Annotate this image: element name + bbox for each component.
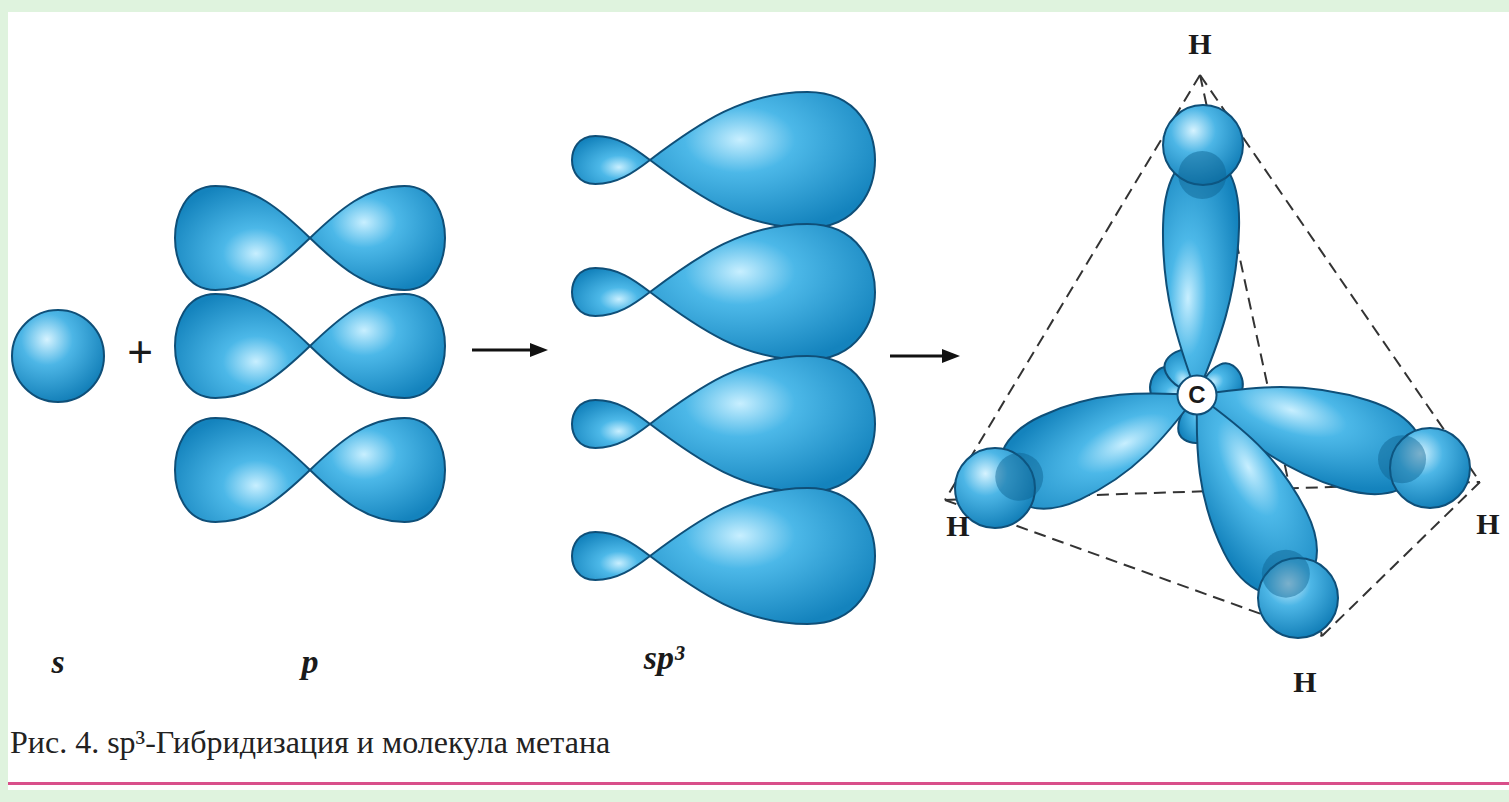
arrow-head [530,343,548,357]
sp3-small-lobe [572,136,650,184]
atom-symbol: C [1188,381,1205,409]
s-orbital [12,310,104,402]
figure-ground: C + s p sp³ H H H H Рис. 4. sp³-Гибридизация и мо… [8,12,1509,790]
arrow-head [942,349,960,363]
orbital-overlap [1178,151,1226,199]
tetrahedron-edge [1322,482,1480,636]
sp3-large-lobe [650,92,875,228]
orbital-label: p [302,643,319,681]
sp3-bond-lobe [1156,375,1336,612]
sp3-small-lobe [572,532,650,580]
sp3-large-lobe [650,488,875,624]
p-orbital-lobe [175,294,310,398]
sp3-large-lobe [650,224,875,360]
reaction-arrow [890,355,948,358]
p-orbital-lobe [310,418,445,522]
p-orbital-lobe [175,418,310,522]
p-orbital-lobe [310,294,445,398]
reaction-arrow [472,349,536,352]
sp3-small-lobe [572,268,650,316]
orbital-label: s [51,643,64,681]
orbital-overlap [1262,550,1310,598]
caption-rule [8,782,1509,785]
p-orbital-lobe [175,186,310,290]
orbitals [12,75,1480,638]
orbital-overlap [995,453,1043,501]
orbital-illustration [8,12,1509,790]
atom-outline [1178,376,1217,415]
figure-caption: Рис. 4. sp³-Гибридизация и молекула мета… [10,724,610,761]
orbital-overlap [1378,435,1426,483]
atom-label: H [946,509,969,543]
atom-label: H [1476,507,1499,541]
plus-sign: + [127,326,153,379]
atom-label: H [1188,27,1211,61]
sp3-small-lobe [572,400,650,448]
orbital-label: sp³ [644,639,684,677]
p-orbital-lobe [310,186,445,290]
sp3-bond-lobe [983,353,1216,526]
carbon-atom: C [1176,374,1218,416]
sp3-large-lobe [650,356,875,492]
atom-label: H [1293,665,1316,699]
